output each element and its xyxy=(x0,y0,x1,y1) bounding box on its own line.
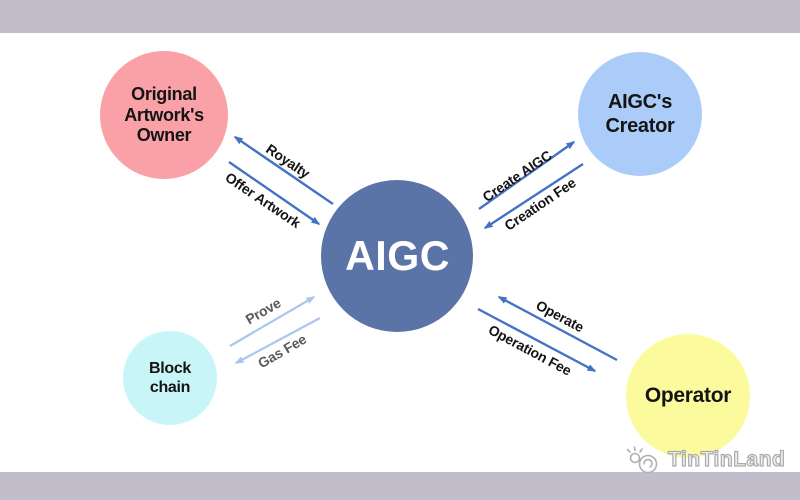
node-blockchain-label: Block chain xyxy=(148,359,192,396)
node-aigc-label: AIGC xyxy=(344,232,450,279)
node-owner-label: Original Artwork's Owner xyxy=(124,83,204,146)
node-operator-label: Operator xyxy=(644,384,732,407)
node-aigc-center: AIGC xyxy=(321,180,473,332)
watermark: TinTinLand xyxy=(626,444,785,476)
node-operator: Operator xyxy=(626,334,750,458)
node-aigcs-creator: AIGC's Creator xyxy=(578,52,702,176)
node-creator-label: AIGC's Creator xyxy=(605,91,675,137)
megaphone-icon xyxy=(626,446,658,474)
watermark-brand-text: TinTinLand xyxy=(667,447,786,471)
node-original-artworks-owner: Original Artwork's Owner xyxy=(100,51,228,179)
node-blockchain: Block chain xyxy=(123,331,217,425)
